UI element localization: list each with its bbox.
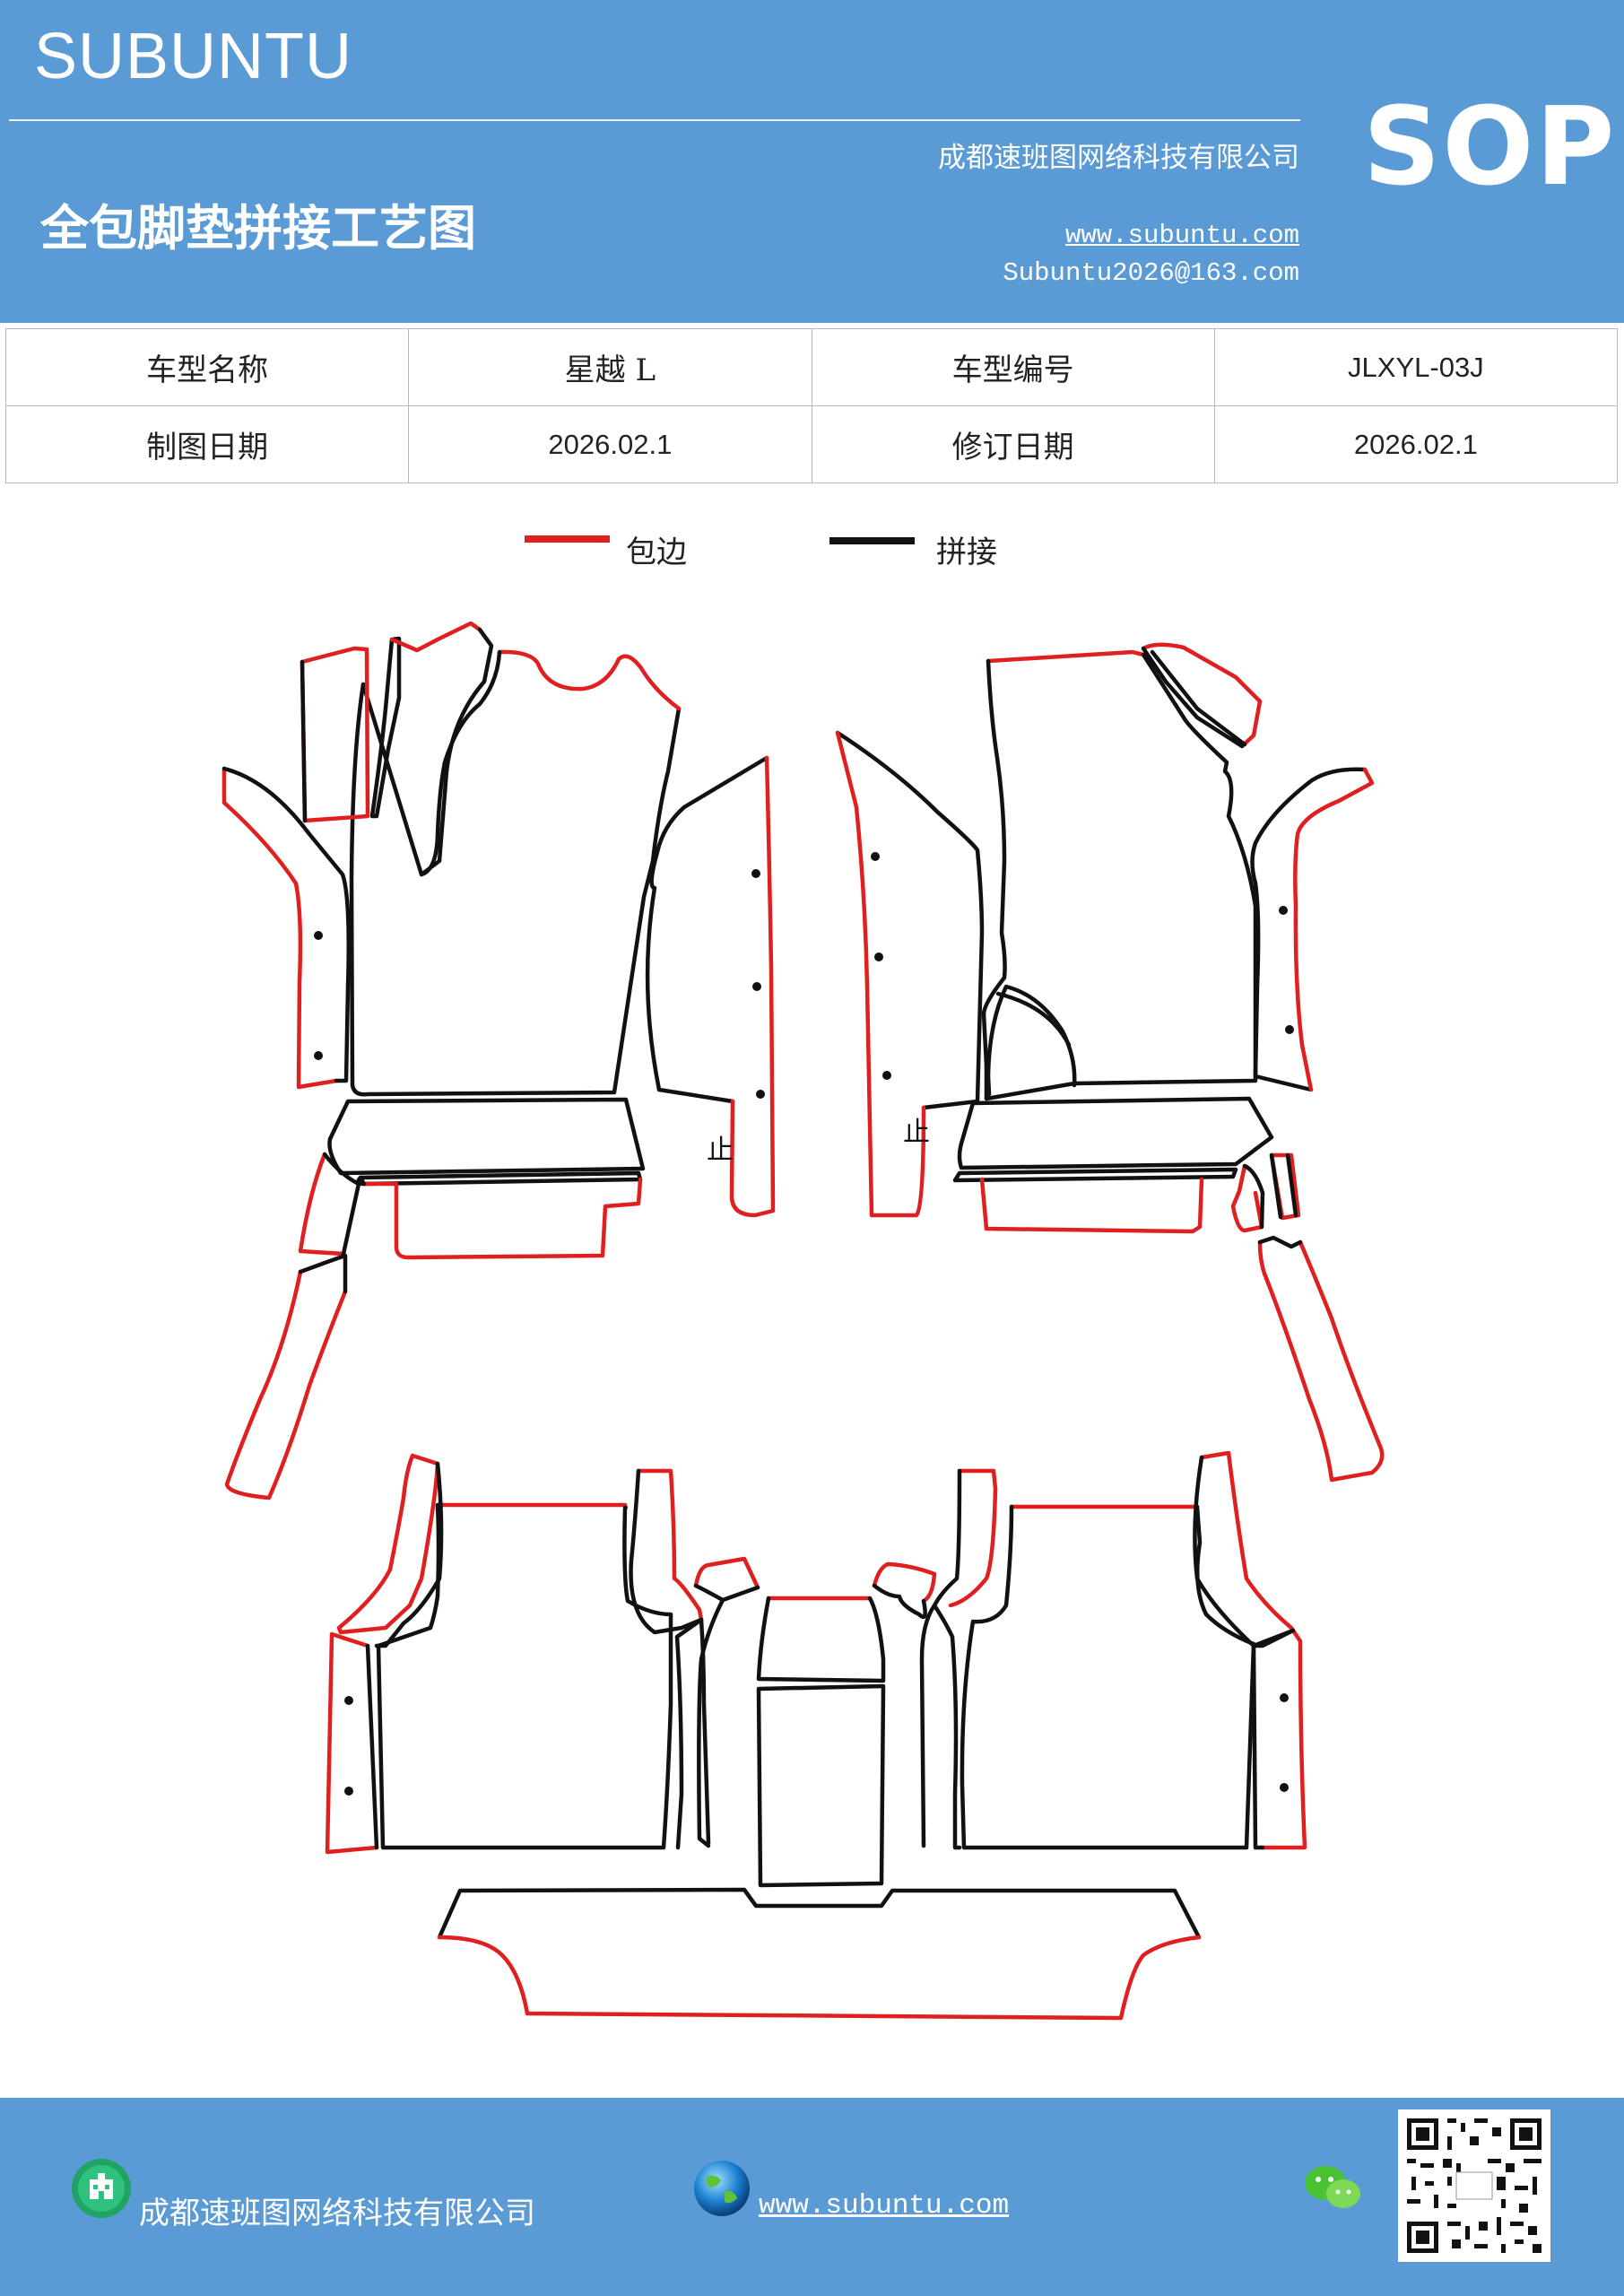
stop-marker-right: 止 bbox=[903, 1117, 930, 1148]
header-website-link[interactable]: www.subuntu.com bbox=[1064, 221, 1299, 250]
passenger-right-kick-panel bbox=[1250, 767, 1375, 1092]
rear-bench-strip bbox=[437, 1887, 1202, 2021]
draw-date-value: 2026.02.1 bbox=[408, 405, 812, 483]
rear-right-mat bbox=[919, 1450, 1307, 1850]
sop-label: SOP bbox=[1363, 85, 1617, 210]
draw-date-label: 制图日期 bbox=[4, 405, 410, 483]
wechat-icon bbox=[1305, 2166, 1360, 2208]
legend-join-swatch bbox=[829, 537, 915, 544]
footer-website-link[interactable]: www.subuntu.com bbox=[759, 2190, 1010, 2222]
header-company: 成都速班图网络科技有限公司 bbox=[938, 142, 1299, 174]
revise-date-label: 修订日期 bbox=[811, 405, 1215, 483]
legend-join-label: 拼接 bbox=[936, 535, 997, 570]
brand-logo-text: SUBUNTU bbox=[34, 21, 353, 92]
legend-edge-label: 包边 bbox=[626, 535, 687, 570]
model-name-label: 车型名称 bbox=[4, 328, 410, 406]
driver-heel-strip bbox=[300, 621, 494, 877]
legend-edge-swatch bbox=[525, 535, 610, 543]
passenger-center-tunnel-panel bbox=[835, 730, 985, 1218]
passenger-front-mat bbox=[981, 649, 1258, 1101]
table-row: 制图日期 2026.02.1 修订日期 2026.02.1 bbox=[4, 405, 1619, 483]
passenger-front-bottom-strips bbox=[952, 1096, 1385, 1483]
qr-code bbox=[1398, 2109, 1550, 2262]
driver-center-tunnel-panel bbox=[645, 755, 776, 1218]
header-divider bbox=[9, 119, 1300, 121]
page-title: 全包脚垫拼接工艺图 bbox=[40, 199, 476, 257]
passenger-corner-piece bbox=[1141, 642, 1263, 749]
driver-front-bottom-strips bbox=[224, 1097, 646, 1500]
globe-icon bbox=[694, 2161, 750, 2216]
driver-left-kick-panel bbox=[221, 766, 351, 1090]
model-code-label: 车型编号 bbox=[811, 328, 1215, 406]
model-name-value: 星越 L bbox=[408, 328, 812, 406]
header-email: Subuntu2026@163.com bbox=[1003, 258, 1299, 288]
stop-marker-left: 止 bbox=[707, 1135, 734, 1166]
info-table: 车型名称 星越 L 车型编号 JLXYL-03J 制图日期 2026.02.1 … bbox=[4, 328, 1619, 483]
driver-front-mat bbox=[349, 649, 682, 1097]
revise-date-value: 2026.02.1 bbox=[1213, 405, 1619, 483]
rear-left-mat bbox=[325, 1453, 711, 1855]
building-icon bbox=[72, 2159, 131, 2218]
model-code-value: JLXYL-03J bbox=[1213, 328, 1619, 406]
floor-mat-diagram: 止 止 bbox=[221, 621, 1385, 2021]
footer-company: 成都速班图网络科技有限公司 bbox=[139, 2196, 535, 2231]
rear-center-tunnel bbox=[693, 1556, 937, 1888]
header-banner bbox=[0, 0, 1624, 323]
table-row: 车型名称 星越 L 车型编号 JLXYL-03J bbox=[4, 328, 1619, 406]
